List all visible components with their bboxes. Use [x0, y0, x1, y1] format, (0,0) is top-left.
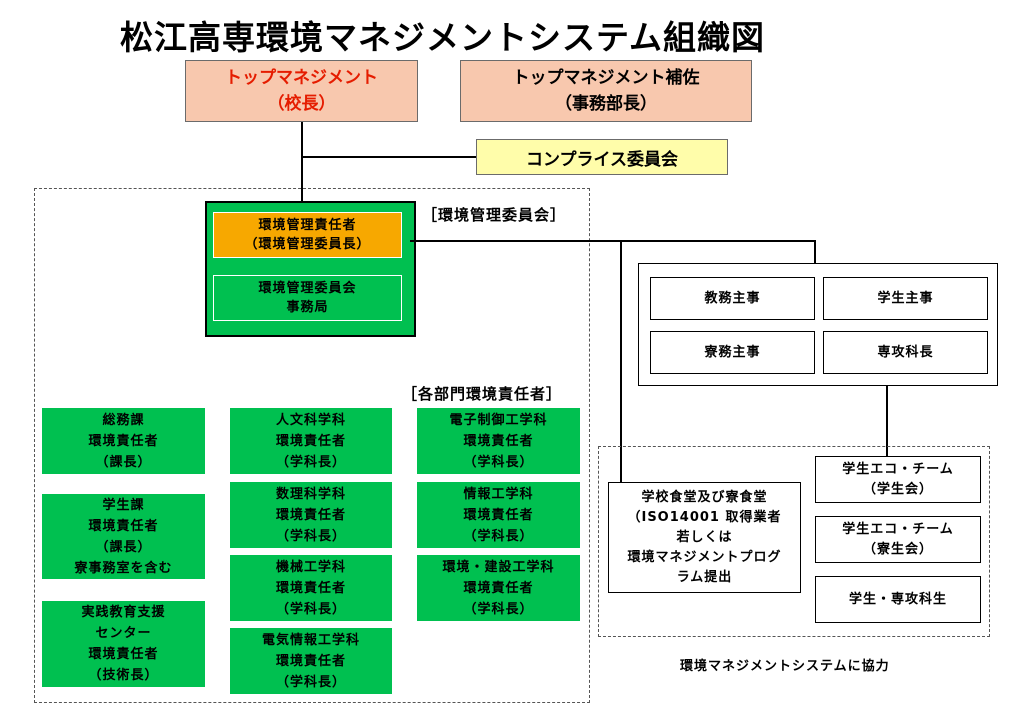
dept-math-role: 環境責任者 — [275, 507, 346, 523]
dept-info-eng: 情報工学科 環境責任者 （学科長） — [417, 482, 580, 548]
cafeteria-line4: 環境マネジメントプログ — [627, 549, 782, 565]
academic-affairs-box: 教務主事 — [650, 277, 815, 320]
connector-committee-right — [410, 240, 815, 242]
connector-to-staff — [814, 240, 816, 264]
dept-mechanical-role: 環境責任者 — [275, 580, 346, 596]
eco-team-dorm-line2: （寮生会） — [862, 541, 933, 557]
dept-civil-name: 環境・建設工学科 — [442, 559, 555, 575]
eco-team-dorm-line1: 学生エコ・チーム — [842, 521, 954, 537]
connector-to-cafeteria — [620, 240, 622, 482]
dept-info-eng-title: （学科長） — [463, 528, 534, 544]
dept-student-title: （課長） — [95, 539, 152, 555]
cafeteria-line3: 若しくは — [676, 529, 733, 545]
advanced-course-label: 専攻科長 — [877, 345, 934, 360]
top-management-assistant-role: （事務部長） — [555, 94, 657, 114]
dept-civil: 環境・建設工学科 環境責任者 （学科長） — [417, 555, 580, 621]
secretariat-line1: 環境管理委員会 — [258, 281, 357, 296]
top-management-box: トップマネジメント （校長） — [185, 60, 418, 122]
dept-practice-title: （技術長） — [88, 668, 159, 683]
page-title: 松江高専環境マネジメントシステム組織図 — [120, 18, 766, 57]
eco-team-council-line2: （学生会） — [862, 481, 933, 497]
dept-humanities-role: 環境責任者 — [275, 433, 346, 449]
top-management-role: （校長） — [267, 94, 336, 114]
dept-math-title: （学科長） — [275, 528, 346, 544]
student-affairs-box: 学生主事 — [823, 277, 988, 320]
students-label: 学生・専攻科生 — [848, 592, 947, 607]
secretariat-box: 環境管理委員会 事務局 — [213, 275, 402, 321]
eco-team-dorm-box: 学生エコ・チーム （寮生会） — [815, 516, 981, 563]
advanced-course-box: 専攻科長 — [823, 331, 988, 374]
connector-compliance — [301, 156, 477, 158]
top-management-assistant-title: トップマネジメント補佐 — [512, 68, 700, 88]
dormitory-affairs-label: 寮務主事 — [704, 345, 761, 360]
dept-math: 数理科学科 環境責任者 （学科長） — [230, 482, 392, 548]
dept-mechanical: 機械工学科 環境責任者 （学科長） — [230, 555, 392, 621]
dept-student-name: 学生課 — [102, 497, 145, 513]
dept-mechanical-name: 機械工学科 — [275, 559, 346, 575]
dept-electronic-control-role: 環境責任者 — [463, 433, 534, 449]
cooperation-dashed-frame — [598, 446, 990, 637]
eco-team-council-line1: 学生エコ・チーム — [842, 461, 954, 477]
dept-general-role: 環境責任者 — [88, 433, 159, 449]
cooperation-caption: 環境マネジメントシステムに協力 — [680, 659, 890, 674]
dept-info-eng-role: 環境責任者 — [463, 507, 534, 523]
dept-electrical: 電気情報工学科 環境責任者 （学科長） — [230, 628, 392, 694]
dept-humanities: 人文科学科 環境責任者 （学科長） — [230, 408, 392, 474]
dept-electronic-control: 電子制御工学科 環境責任者 （学科長） — [417, 408, 580, 474]
dept-general-name: 総務課 — [102, 412, 145, 428]
dept-student-note: 寮事務室を含む — [74, 560, 173, 576]
env-manager-role: （環境管理委員長） — [244, 237, 371, 252]
committee-dashed-frame — [34, 188, 590, 703]
dept-humanities-title: （学科長） — [275, 454, 346, 470]
top-management-assistant-box: トップマネジメント補佐 （事務部長） — [460, 60, 752, 122]
students-box: 学生・専攻科生 — [815, 576, 981, 623]
dept-electronic-control-name: 電子制御工学科 — [449, 412, 548, 428]
compliance-committee-box: コンプライス委員会 — [476, 139, 728, 175]
cafeteria-line5: ラム提出 — [676, 569, 733, 585]
dept-practice-name: 実践教育支援 — [81, 605, 166, 620]
dept-general-affairs: 総務課 環境責任者 （課長） — [42, 408, 205, 474]
dept-general-title: （課長） — [95, 454, 152, 470]
academic-affairs-label: 教務主事 — [704, 291, 761, 306]
secretariat-line2: 事務局 — [286, 300, 329, 315]
dormitory-affairs-box: 寮務主事 — [650, 331, 815, 374]
dept-mechanical-title: （学科長） — [275, 601, 346, 617]
dept-electrical-title: （学科長） — [275, 674, 346, 690]
dept-info-eng-name: 情報工学科 — [463, 486, 534, 502]
eco-team-council-box: 学生エコ・チーム （学生会） — [815, 456, 981, 503]
dept-label: ［各部門環境責任者］ — [402, 385, 563, 403]
cafeteria-line2: （ISO14001 取得業者 — [627, 509, 782, 525]
dept-civil-title: （学科長） — [463, 601, 534, 617]
dept-practice-center: 実践教育支援 センター 環境責任者 （技術長） — [42, 601, 205, 687]
connector-staff-to-students — [886, 386, 888, 456]
committee-label: ［環境管理委員会］ — [422, 206, 567, 224]
dept-electrical-role: 環境責任者 — [275, 653, 346, 669]
dept-student-role: 環境責任者 — [88, 518, 159, 534]
dept-practice-name2: センター — [95, 626, 152, 641]
top-management-title: トップマネジメント — [225, 68, 378, 88]
dept-civil-role: 環境責任者 — [463, 580, 534, 596]
dept-electrical-name: 電気情報工学科 — [261, 632, 360, 648]
dept-practice-role: 環境責任者 — [88, 647, 159, 662]
cafeteria-box: 学校食堂及び寮食堂 （ISO14001 取得業者 若しくは 環境マネジメントプロ… — [608, 482, 801, 593]
dept-math-name: 数理科学科 — [275, 486, 346, 502]
dept-student-affairs: 学生課 環境責任者 （課長） 寮事務室を含む — [42, 494, 205, 579]
cafeteria-line1: 学校食堂及び寮食堂 — [641, 489, 768, 505]
env-manager-box: 環境管理責任者 （環境管理委員長） — [213, 212, 402, 258]
env-manager-title: 環境管理責任者 — [258, 218, 357, 233]
student-affairs-label: 学生主事 — [877, 291, 934, 306]
dept-electronic-control-title: （学科長） — [463, 454, 534, 470]
dept-humanities-name: 人文科学科 — [275, 412, 346, 428]
connector-top-vertical — [301, 122, 303, 202]
